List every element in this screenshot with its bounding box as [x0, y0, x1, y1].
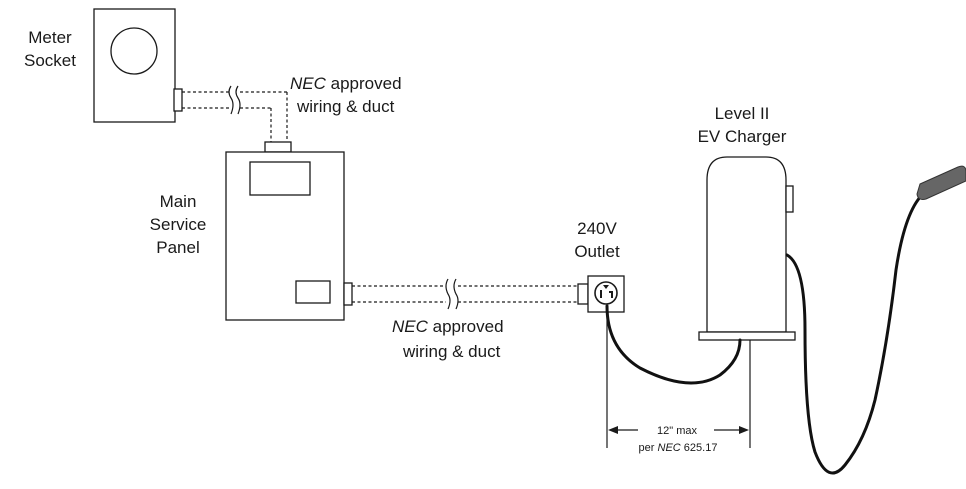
- panel-side-knockout: [343, 282, 353, 306]
- lower-wiring-label-line2: wiring & duct: [402, 342, 501, 361]
- dimension-12in-max: [606, 315, 751, 448]
- panel-main-breaker: [249, 161, 311, 196]
- meter-socket-knockout: [173, 88, 183, 112]
- dimension-value-label: 12" max: [657, 425, 697, 437]
- meter-socket: [93, 8, 183, 123]
- outlet-knockout: [577, 283, 589, 305]
- wire-break-icon: [445, 278, 459, 310]
- upper-wiring-duct: [182, 85, 288, 142]
- dimension-reference-label: per NEC 625.17: [639, 442, 718, 454]
- lower-wiring-label-line1: NEC approved: [392, 317, 504, 336]
- main-panel-label-line2: Service: [150, 215, 207, 234]
- meter-dial-icon: [110, 27, 158, 75]
- meter-socket-label-line1: Meter: [28, 28, 72, 47]
- upper-wiring-label-line2: wiring & duct: [296, 97, 395, 116]
- charger-side-port: [785, 185, 794, 213]
- charger-input-cord: [605, 304, 742, 385]
- meter-socket-label-line2: Socket: [24, 51, 76, 70]
- ev-charger: [698, 156, 796, 341]
- upper-wiring-label-line1: NEC approved: [290, 74, 402, 93]
- charger-mounting-plate: [698, 331, 796, 341]
- charger-label-line1: Level II: [715, 104, 770, 123]
- outlet-label-line2: Outlet: [574, 242, 620, 261]
- charging-connector-handle: [916, 165, 966, 200]
- nema-outlet-icon: [594, 281, 618, 305]
- main-panel-label-line1: Main: [160, 192, 197, 211]
- main-panel-label-line3: Panel: [156, 238, 199, 257]
- outlet-label-line1: 240V: [577, 219, 617, 238]
- panel-top-knockout: [264, 141, 292, 153]
- charger-label-line2: EV Charger: [698, 127, 787, 146]
- outlet: [577, 275, 625, 313]
- main-service-panel: [225, 141, 353, 321]
- wire-break-icon: [228, 85, 241, 115]
- panel-circuit-breaker: [295, 280, 331, 304]
- lower-wiring-duct: [352, 278, 578, 310]
- charging-cable: [785, 191, 926, 475]
